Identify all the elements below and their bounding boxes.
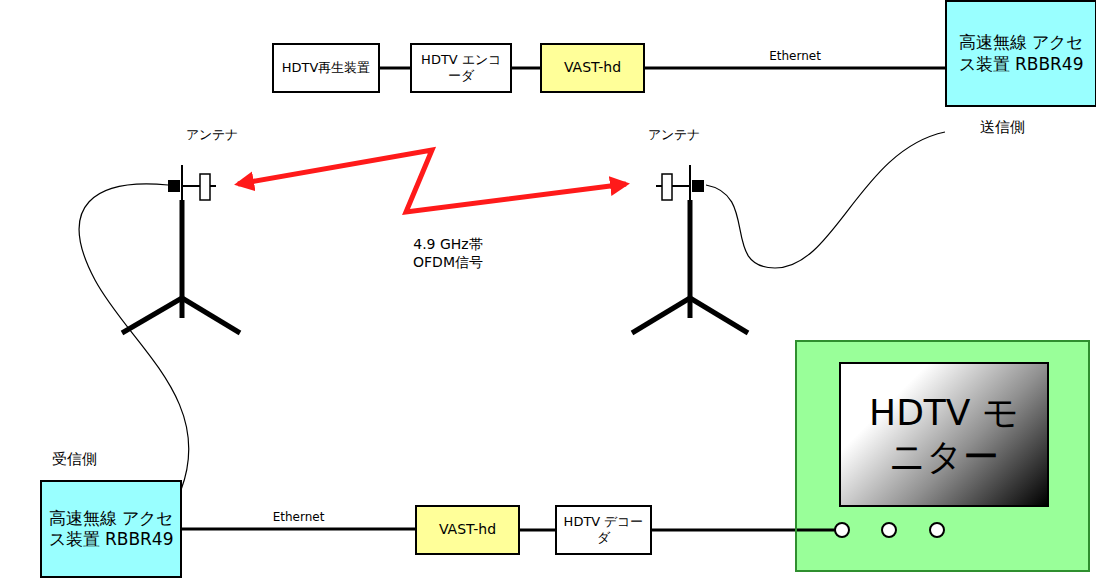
edge-label: Ethernet [271, 510, 327, 524]
jack-circle [930, 523, 944, 537]
monitor-box: HDTV モニター [795, 340, 1090, 572]
antenna-symbol [122, 165, 240, 333]
monitor-title: HDTV モニター [854, 391, 1034, 477]
decoder-box: HDTV デコーダ [555, 505, 652, 555]
box-label: VAST-hd [564, 59, 621, 77]
box-label: HDTV再生装置 [282, 60, 371, 76]
box-label: 高速無線 アクセス装置 RBBR49 [953, 32, 1089, 75]
antenna-cable [79, 184, 189, 490]
cable-line [652, 529, 795, 532]
box-label: HDTV デコーダ [563, 514, 644, 547]
cable-line [512, 67, 540, 70]
vast-box: VAST-hd [540, 43, 645, 93]
device-box: HDTV再生装置 [272, 43, 380, 93]
box-label: HDTV エンコーダ [418, 52, 504, 85]
antenna-label: アンテナ [648, 127, 700, 143]
vast-box: VAST-hd [415, 505, 520, 555]
antenna-cable [706, 132, 945, 268]
encoder-box: HDTV エンコーダ [410, 43, 512, 93]
radio-link-arrow [238, 150, 626, 212]
jack-circle [835, 523, 849, 537]
cable-line [380, 67, 410, 70]
signal-label: 4.9 GHz帯 OFDM信号 [400, 236, 496, 271]
side-label: 送信側 [980, 118, 1025, 137]
cable-line [797, 529, 835, 532]
monitor-screen: HDTV モニター [839, 362, 1049, 507]
side-label: 受信側 [52, 450, 97, 469]
access-unit-box: 高速無線 アクセス装置 RBBR49 [40, 480, 182, 578]
antenna-label: アンテナ [186, 127, 238, 143]
edge-label: Ethernet [767, 49, 823, 63]
cable-line [645, 67, 945, 70]
jack-circle [882, 523, 896, 537]
antenna-symbol [632, 165, 748, 333]
cable-line [182, 528, 415, 531]
box-label: VAST-hd [439, 521, 496, 539]
cable-line [520, 529, 555, 532]
access-unit-box: 高速無線 アクセス装置 RBBR49 [945, 0, 1096, 107]
box-label: 高速無線 アクセス装置 RBBR49 [48, 508, 174, 551]
